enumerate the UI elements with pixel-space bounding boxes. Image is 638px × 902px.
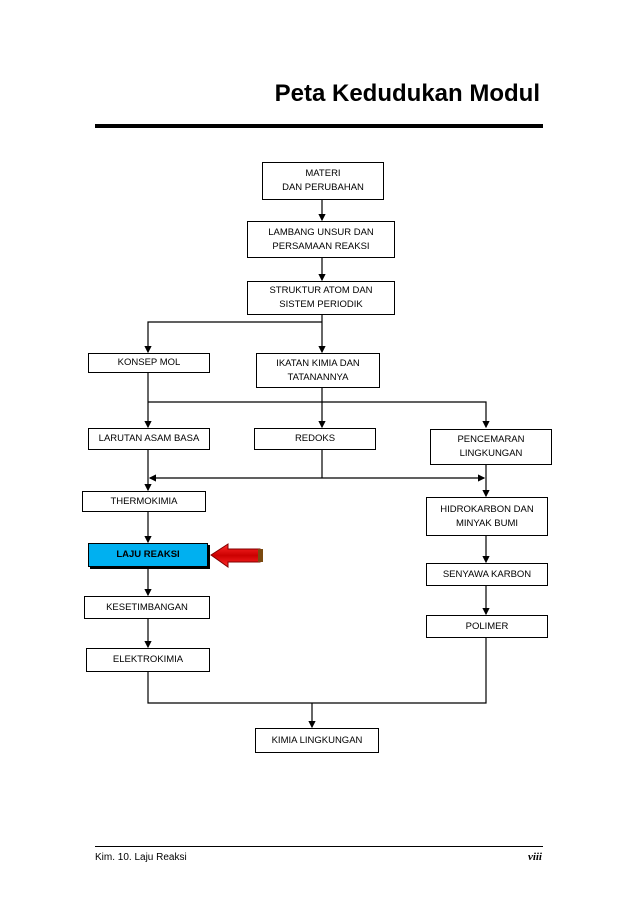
title-underline bbox=[95, 124, 543, 128]
node-redoks: REDOKS bbox=[254, 428, 376, 450]
node-larutan: LARUTAN ASAM BASA bbox=[88, 428, 210, 450]
node-materi: MATERI DAN PERUBAHAN bbox=[262, 162, 384, 200]
node-kesetimbangan: KESETIMBANGAN bbox=[84, 596, 210, 619]
node-elektrokimia: ELEKTROKIMIA bbox=[86, 648, 210, 672]
connector-ikatan-branches bbox=[148, 388, 323, 403]
connector-ikatan-pencemaran bbox=[322, 401, 490, 429]
node-senyawa-karbon: SENYAWA KARBON bbox=[426, 563, 548, 586]
footer-divider bbox=[95, 846, 543, 847]
node-thermokimia: THERMOKIMIA bbox=[82, 491, 206, 512]
node-ikatan: IKATAN KIMIA DAN TATANANNYA bbox=[256, 353, 380, 388]
page-title: Peta Kedudukan Modul bbox=[274, 80, 540, 107]
connector-elektrokimia-join bbox=[147, 638, 487, 704]
node-polimer: POLIMER bbox=[426, 615, 548, 638]
pointer-arrow-icon bbox=[210, 543, 263, 568]
node-konsep-mol: KONSEP MOL bbox=[88, 353, 210, 373]
node-kimia-lingkungan: KIMIA LINGKUNGAN bbox=[255, 728, 379, 753]
page-number: viii bbox=[527, 851, 542, 863]
node-pencemaran: PENCEMARAN LINGKUNGAN bbox=[430, 429, 552, 465]
node-hidrokarbon: HIDROKARBON DAN MINYAK BUMI bbox=[426, 497, 548, 536]
footer-module-name: Kim. 10. Laju Reaksi bbox=[95, 852, 187, 863]
node-lambang: LAMBANG UNSUR DAN PERSAMAAN REAKSI bbox=[247, 221, 395, 258]
node-struktur: STRUKTUR ATOM DAN SISTEM PERIODIK bbox=[247, 281, 395, 315]
connector-struktur-konsep-mol bbox=[144, 321, 322, 354]
node-laju-reaksi: LAJU REAKSI bbox=[88, 543, 208, 567]
